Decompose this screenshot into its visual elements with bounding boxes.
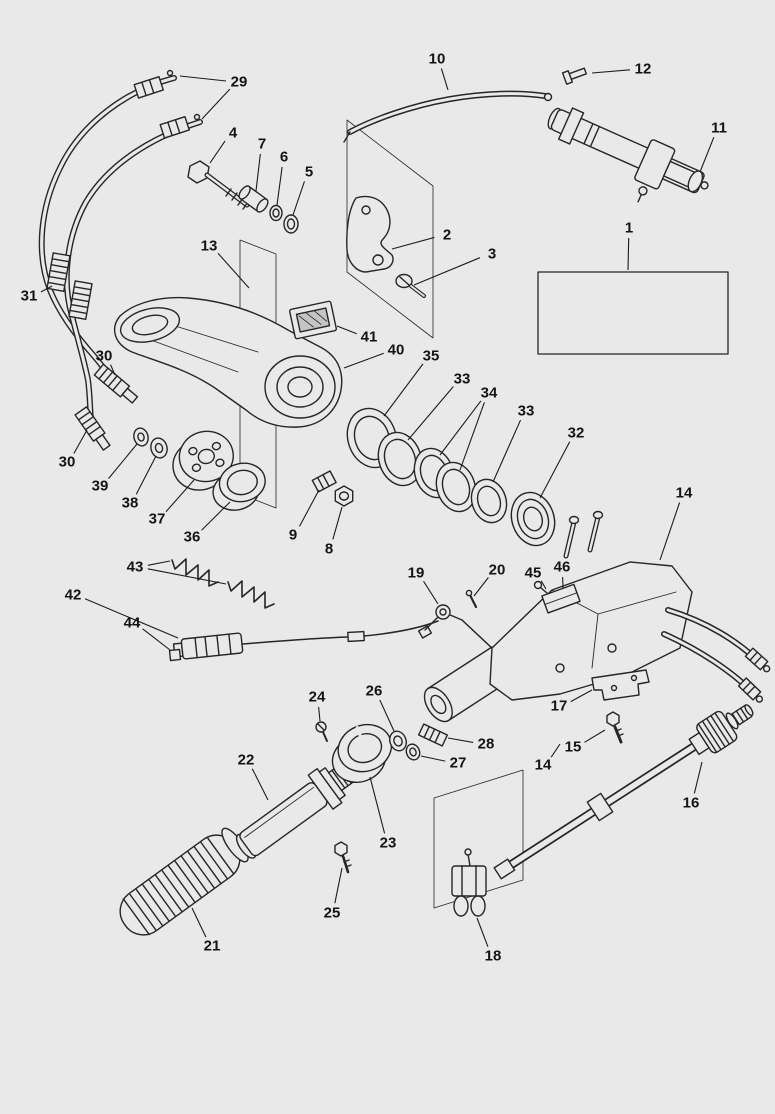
part-shift-rod-10 (343, 90, 553, 143)
part-bracket-13 (113, 296, 343, 428)
callout-10: 10 (428, 50, 446, 68)
part-grip-21 (119, 827, 249, 936)
callout-33: 33 (517, 402, 535, 420)
part-oring-set (346, 407, 556, 547)
part-label-box-1 (537, 271, 729, 355)
callout-29: 29 (230, 73, 248, 91)
callout-39: 39 (91, 477, 109, 495)
part-swivel-18 (451, 848, 487, 917)
part-bushing-32 (510, 491, 556, 547)
part-washer-38 (150, 437, 168, 459)
part-washer-5 (283, 214, 299, 234)
callout-44: 44 (123, 614, 141, 632)
callout-17: 17 (550, 697, 568, 715)
part-seal-41 (289, 300, 337, 340)
part-screw-24 (315, 721, 328, 742)
callout-43: 43 (126, 558, 144, 576)
callout-38: 38 (121, 494, 139, 512)
callout-36: 36 (183, 528, 201, 546)
callout-24: 24 (308, 688, 326, 706)
reference-plane-upper (346, 119, 434, 339)
part-nut-8 (334, 485, 354, 507)
part-housing-14 (423, 510, 771, 723)
callout-25: 25 (323, 904, 341, 922)
callout-14: 14 (534, 756, 552, 774)
part-screw-25 (334, 841, 352, 874)
part-cable-end-30-upper (93, 363, 139, 404)
callout-30: 30 (58, 453, 76, 471)
callout-8: 8 (324, 540, 334, 558)
part-washer-39 (133, 427, 149, 447)
callout-11: 11 (711, 119, 727, 137)
callout-21: 21 (203, 937, 221, 955)
callout-15: 15 (564, 738, 582, 756)
part-throttle-cam-2 (346, 195, 394, 273)
callout-42: 42 (64, 586, 82, 604)
callout-34: 34 (480, 384, 498, 402)
callout-9: 9 (288, 526, 298, 544)
part-ring-36 (212, 462, 266, 511)
callout-14: 14 (675, 484, 693, 502)
callout-45: 45 (524, 564, 542, 582)
callout-33: 33 (453, 370, 471, 388)
part-fitting-28 (417, 723, 449, 747)
callout-30: 30 (95, 347, 113, 365)
part-linkage-19 (417, 604, 495, 651)
part-shaft-16 (493, 704, 754, 880)
reference-plane-bracket (239, 239, 277, 509)
callout-2: 2 (442, 226, 452, 244)
callout-46: 46 (553, 558, 571, 576)
part-screw-3 (395, 273, 426, 298)
callout-37: 37 (148, 510, 166, 528)
part-clamp-assembly-11 (547, 107, 709, 203)
callout-32: 32 (567, 424, 585, 442)
part-cap-9 (311, 470, 337, 493)
reference-plane-lower (433, 769, 524, 909)
part-washer-27 (405, 743, 421, 761)
callout-20: 20 (488, 561, 506, 579)
part-bolt-4 (187, 160, 250, 210)
callout-27: 27 (449, 754, 467, 772)
callout-13: 13 (200, 237, 218, 255)
part-washer-26 (389, 730, 407, 752)
part-throttle-cables (38, 69, 203, 451)
part-washer-6 (269, 204, 283, 222)
callout-5: 5 (304, 163, 314, 181)
callout-16: 16 (682, 794, 700, 812)
callout-12: 12 (634, 60, 652, 78)
part-square-44 (168, 648, 182, 662)
callout-4: 4 (228, 124, 238, 142)
part-bracket-17 (591, 669, 650, 701)
callout-18: 18 (484, 947, 502, 965)
callout-26: 26 (365, 682, 383, 700)
callout-19: 19 (407, 564, 425, 582)
part-screw-12 (561, 67, 588, 85)
callout-41: 41 (360, 328, 378, 346)
part-plate-37 (172, 430, 234, 491)
callout-3: 3 (487, 245, 497, 263)
callout-31: 31 (20, 287, 38, 305)
callout-22: 22 (237, 751, 255, 769)
part-coupler-31-a (46, 252, 71, 292)
callout-40: 40 (387, 341, 405, 359)
part-bore-40 (264, 355, 336, 419)
part-coupler-31-b (68, 280, 93, 320)
part-bushing-7 (238, 185, 269, 213)
part-cable-end-30-lower (74, 406, 111, 451)
callout-23: 23 (379, 834, 397, 852)
callout-6: 6 (279, 148, 289, 166)
callout-28: 28 (477, 735, 495, 753)
part-bushing-23 (331, 723, 393, 783)
part-pin-20 (465, 589, 478, 609)
callout-7: 7 (257, 135, 267, 153)
callout-35: 35 (422, 347, 440, 365)
callout-1: 1 (624, 219, 634, 237)
part-plate-45-46 (533, 580, 581, 614)
part-bolt-15 (606, 711, 624, 744)
